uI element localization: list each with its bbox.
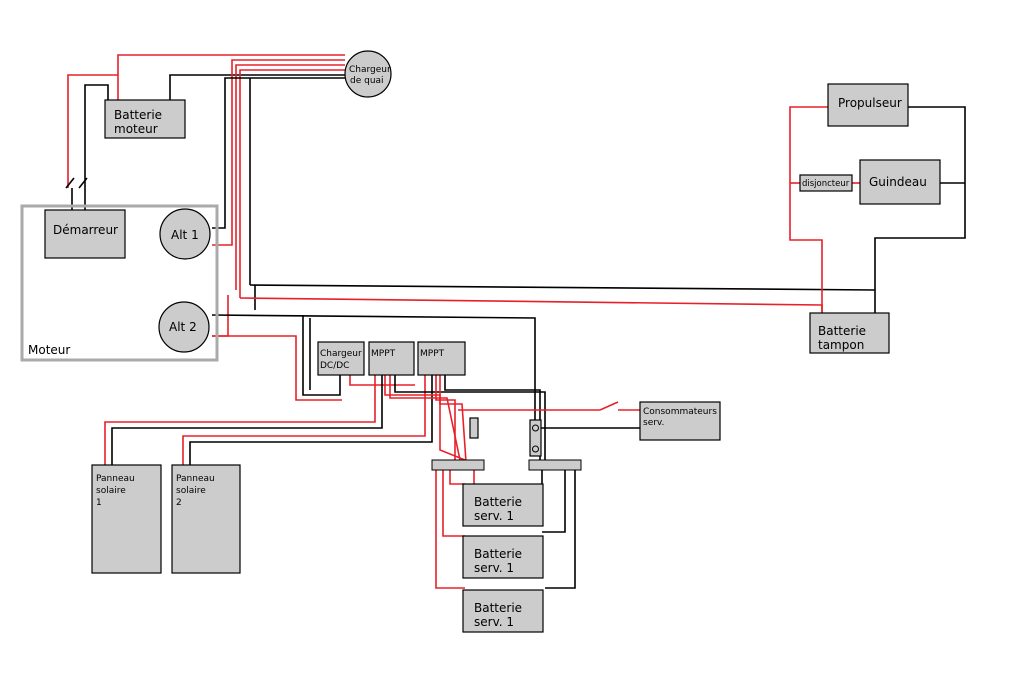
mppt-1: MPPT <box>368 341 415 376</box>
service-batt3-label-1: Batterie <box>474 601 522 615</box>
alt1-label: Alt 1 <box>171 228 199 242</box>
consumers: Consommateurs serv. <box>639 401 721 441</box>
wire-black <box>65 177 75 189</box>
buffer-battery: Batterie tampon <box>809 312 890 354</box>
service-batt3-label-2: serv. 1 <box>474 615 514 629</box>
wire-red <box>439 375 467 463</box>
alternator-1: Alt 1 <box>159 208 211 260</box>
wire-black <box>189 375 433 465</box>
wire-black <box>302 315 341 396</box>
solar-panel-2: Panneau solaire 2 <box>171 464 241 574</box>
wire-black <box>874 106 966 313</box>
wire-red <box>235 64 345 290</box>
service-batt2-label-2: serv. 1 <box>474 561 514 575</box>
wire-black <box>394 375 546 460</box>
breaker: disjoncteur <box>799 174 853 192</box>
wire-black <box>84 84 109 188</box>
wire-red <box>67 74 118 188</box>
engine-frame <box>20 204 219 362</box>
wire-black <box>78 177 88 189</box>
alternator-2: Alt 2 <box>158 301 210 353</box>
wire-red <box>435 375 456 462</box>
service-battery-3: Batterie serv. 1 <box>462 589 544 633</box>
battery-engine-label-2: moteur <box>114 122 158 136</box>
wire-black <box>249 284 876 291</box>
engine-label: Moteur <box>28 343 70 357</box>
solar2-label-1: Panneau <box>176 474 215 484</box>
wire-red <box>239 297 823 313</box>
wire-black <box>545 470 576 589</box>
wire-red <box>389 375 461 461</box>
wire-black <box>444 375 541 460</box>
service-battery-1: Batterie serv. 1 <box>462 483 544 527</box>
wires <box>65 54 966 589</box>
dcdc-charger: Chargeur DC/DC <box>317 341 365 376</box>
wire-red <box>599 401 619 411</box>
solar2-label-3: 2 <box>176 498 182 508</box>
wire-red <box>239 69 345 298</box>
wire-red <box>349 375 415 386</box>
service-batt1-label-1: Batterie <box>474 495 522 509</box>
starter-label: Démarreur <box>53 223 118 237</box>
solar2-label-2: solaire <box>176 486 206 496</box>
wire-red <box>442 470 465 537</box>
battery-engine: Batterie moteur <box>104 99 186 139</box>
mppt-2: MPPT <box>417 341 466 376</box>
wire-red <box>212 59 345 246</box>
battery-engine-label-1: Batterie <box>114 108 162 122</box>
windlass: Guindeau <box>859 159 941 205</box>
thruster-label: Propulseur <box>838 96 902 110</box>
wire-red <box>789 106 828 313</box>
fuse <box>469 417 479 439</box>
wire-black <box>211 314 536 420</box>
wire-black <box>111 375 383 465</box>
solar-panel-1: Panneau solaire 1 <box>91 464 162 574</box>
windlass-label: Guindeau <box>869 175 927 189</box>
positive-busbar <box>431 459 485 471</box>
mppt1-label: MPPT <box>371 349 396 359</box>
wire-red <box>182 375 426 465</box>
shore-charger-label-1: Chargeur <box>349 65 391 75</box>
wire-red <box>212 335 342 401</box>
wire-red <box>435 470 465 589</box>
shore-charger-label-2: de quai <box>350 76 384 86</box>
thruster: Propulseur <box>827 83 909 127</box>
shore-charger: Chargeur de quai <box>344 50 392 98</box>
starter: Démarreur <box>44 209 126 259</box>
wire-black <box>169 74 345 100</box>
solar1-label-1: Panneau <box>96 474 135 484</box>
shunt <box>529 419 542 457</box>
dcdc-label-1: Chargeur <box>320 349 362 359</box>
breaker-label: disjoncteur <box>802 179 850 189</box>
consumers-label-2: serv. <box>643 418 664 428</box>
buffer-battery-label-2: tampon <box>818 338 864 352</box>
alt2-label: Alt 2 <box>169 320 197 334</box>
dcdc-label-2: DC/DC <box>320 361 349 371</box>
buffer-battery-label-1: Batterie <box>818 324 866 338</box>
mppt2-label: MPPT <box>420 349 445 359</box>
solar1-label-3: 1 <box>96 498 102 508</box>
service-battery-2: Batterie serv. 1 <box>462 535 544 579</box>
wire-red <box>117 54 345 100</box>
consumers-label-1: Consommateurs <box>643 407 717 417</box>
solar1-label-2: solaire <box>96 486 126 496</box>
wire-red <box>449 470 465 485</box>
service-batt2-label-1: Batterie <box>474 547 522 561</box>
wire-red <box>104 375 376 465</box>
wire-black <box>542 470 566 533</box>
negative-busbar <box>528 459 582 471</box>
service-batt1-label-2: serv. 1 <box>474 509 514 523</box>
